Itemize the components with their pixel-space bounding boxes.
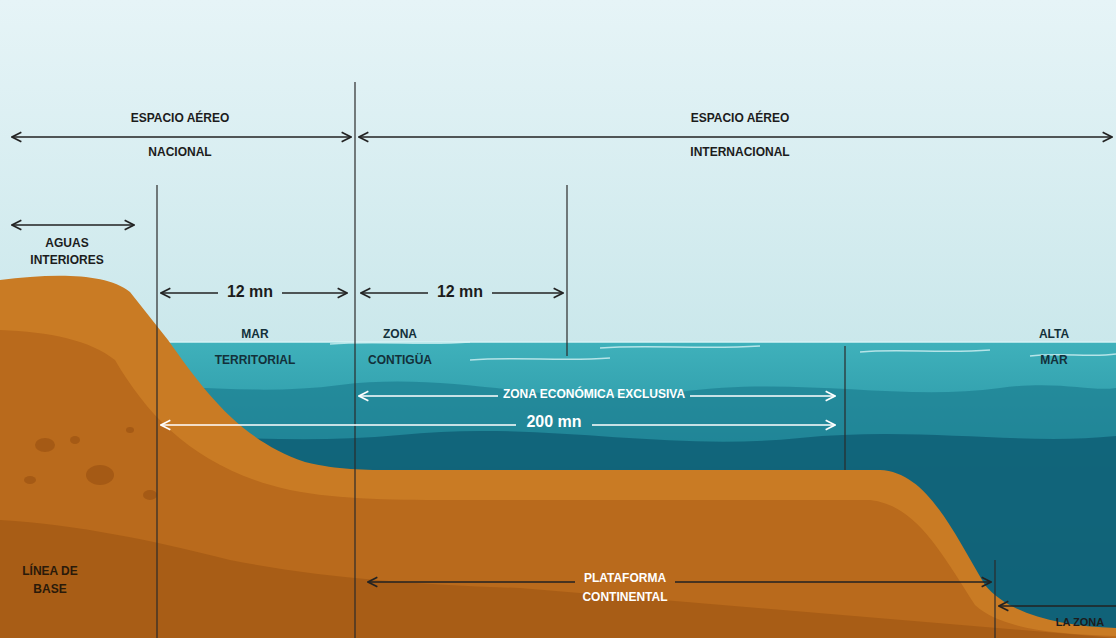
land (0, 276, 1116, 638)
baseline-label: LÍNEA DE BASE (14, 562, 86, 598)
illustration-part (12, 224, 134, 225)
illustration-part (361, 292, 428, 293)
dimension-arrows (12, 137, 1116, 606)
illustration-part (161, 424, 516, 425)
land-deep-layer (0, 520, 1116, 638)
illustration-part (161, 292, 218, 293)
airspace-label: ESPACIO AÉREO (131, 112, 230, 126)
rocks (24, 427, 157, 500)
zone-boundaries (157, 82, 995, 638)
dimension-label: 200 mn (526, 413, 581, 431)
zone-label: PLATAFORMA CONTINENTAL (569, 569, 681, 607)
illustration-part (359, 395, 498, 396)
illustration-part (600, 346, 760, 348)
dimension-label: 12 mn (227, 283, 273, 301)
illustration-part (994, 560, 995, 638)
zone-label: MAR TERRITORIAL (207, 321, 303, 373)
airspace-label: ESPACIO AÉREO (691, 112, 790, 126)
zone-label: LA ZONA (1056, 616, 1104, 629)
illustration-part (470, 358, 610, 360)
illustration-part (999, 605, 1116, 606)
sea-surface (160, 341, 1116, 343)
zone-arrows (161, 396, 835, 425)
illustration-part (592, 424, 835, 425)
zone-label: ALTA MAR (1028, 321, 1080, 373)
land-layer (0, 330, 1116, 638)
zone-label: AGUAS INTERIORES (21, 235, 113, 269)
illustration-part (35, 438, 55, 452)
dimension-label: 12 mn (437, 283, 483, 301)
illustration-part (844, 346, 845, 470)
illustration-part (566, 185, 567, 356)
illustration-part (354, 82, 355, 638)
airspace-label: NACIONAL (148, 146, 211, 160)
illustration-part (143, 490, 157, 500)
illustration-part (156, 185, 157, 638)
illustration-part (492, 292, 563, 293)
illustration-part (860, 350, 990, 352)
zone-label: ZONA CONTIGÜA (359, 321, 441, 373)
illustration-part (368, 581, 575, 582)
wave-highlights (330, 342, 1116, 360)
illustration-part (675, 581, 991, 582)
illustration-part (12, 136, 351, 137)
illustration-part (690, 395, 835, 396)
illustration-part (86, 465, 114, 485)
illustration-part (359, 136, 1112, 137)
illustration-part (24, 476, 36, 484)
illustration-part (126, 427, 134, 433)
illustration-part (70, 436, 80, 444)
airspace-label: INTERNACIONAL (690, 146, 789, 160)
zone-label: ZONA ECONÓMICA EXCLUSIVA (503, 388, 685, 402)
illustration-part (282, 292, 347, 293)
